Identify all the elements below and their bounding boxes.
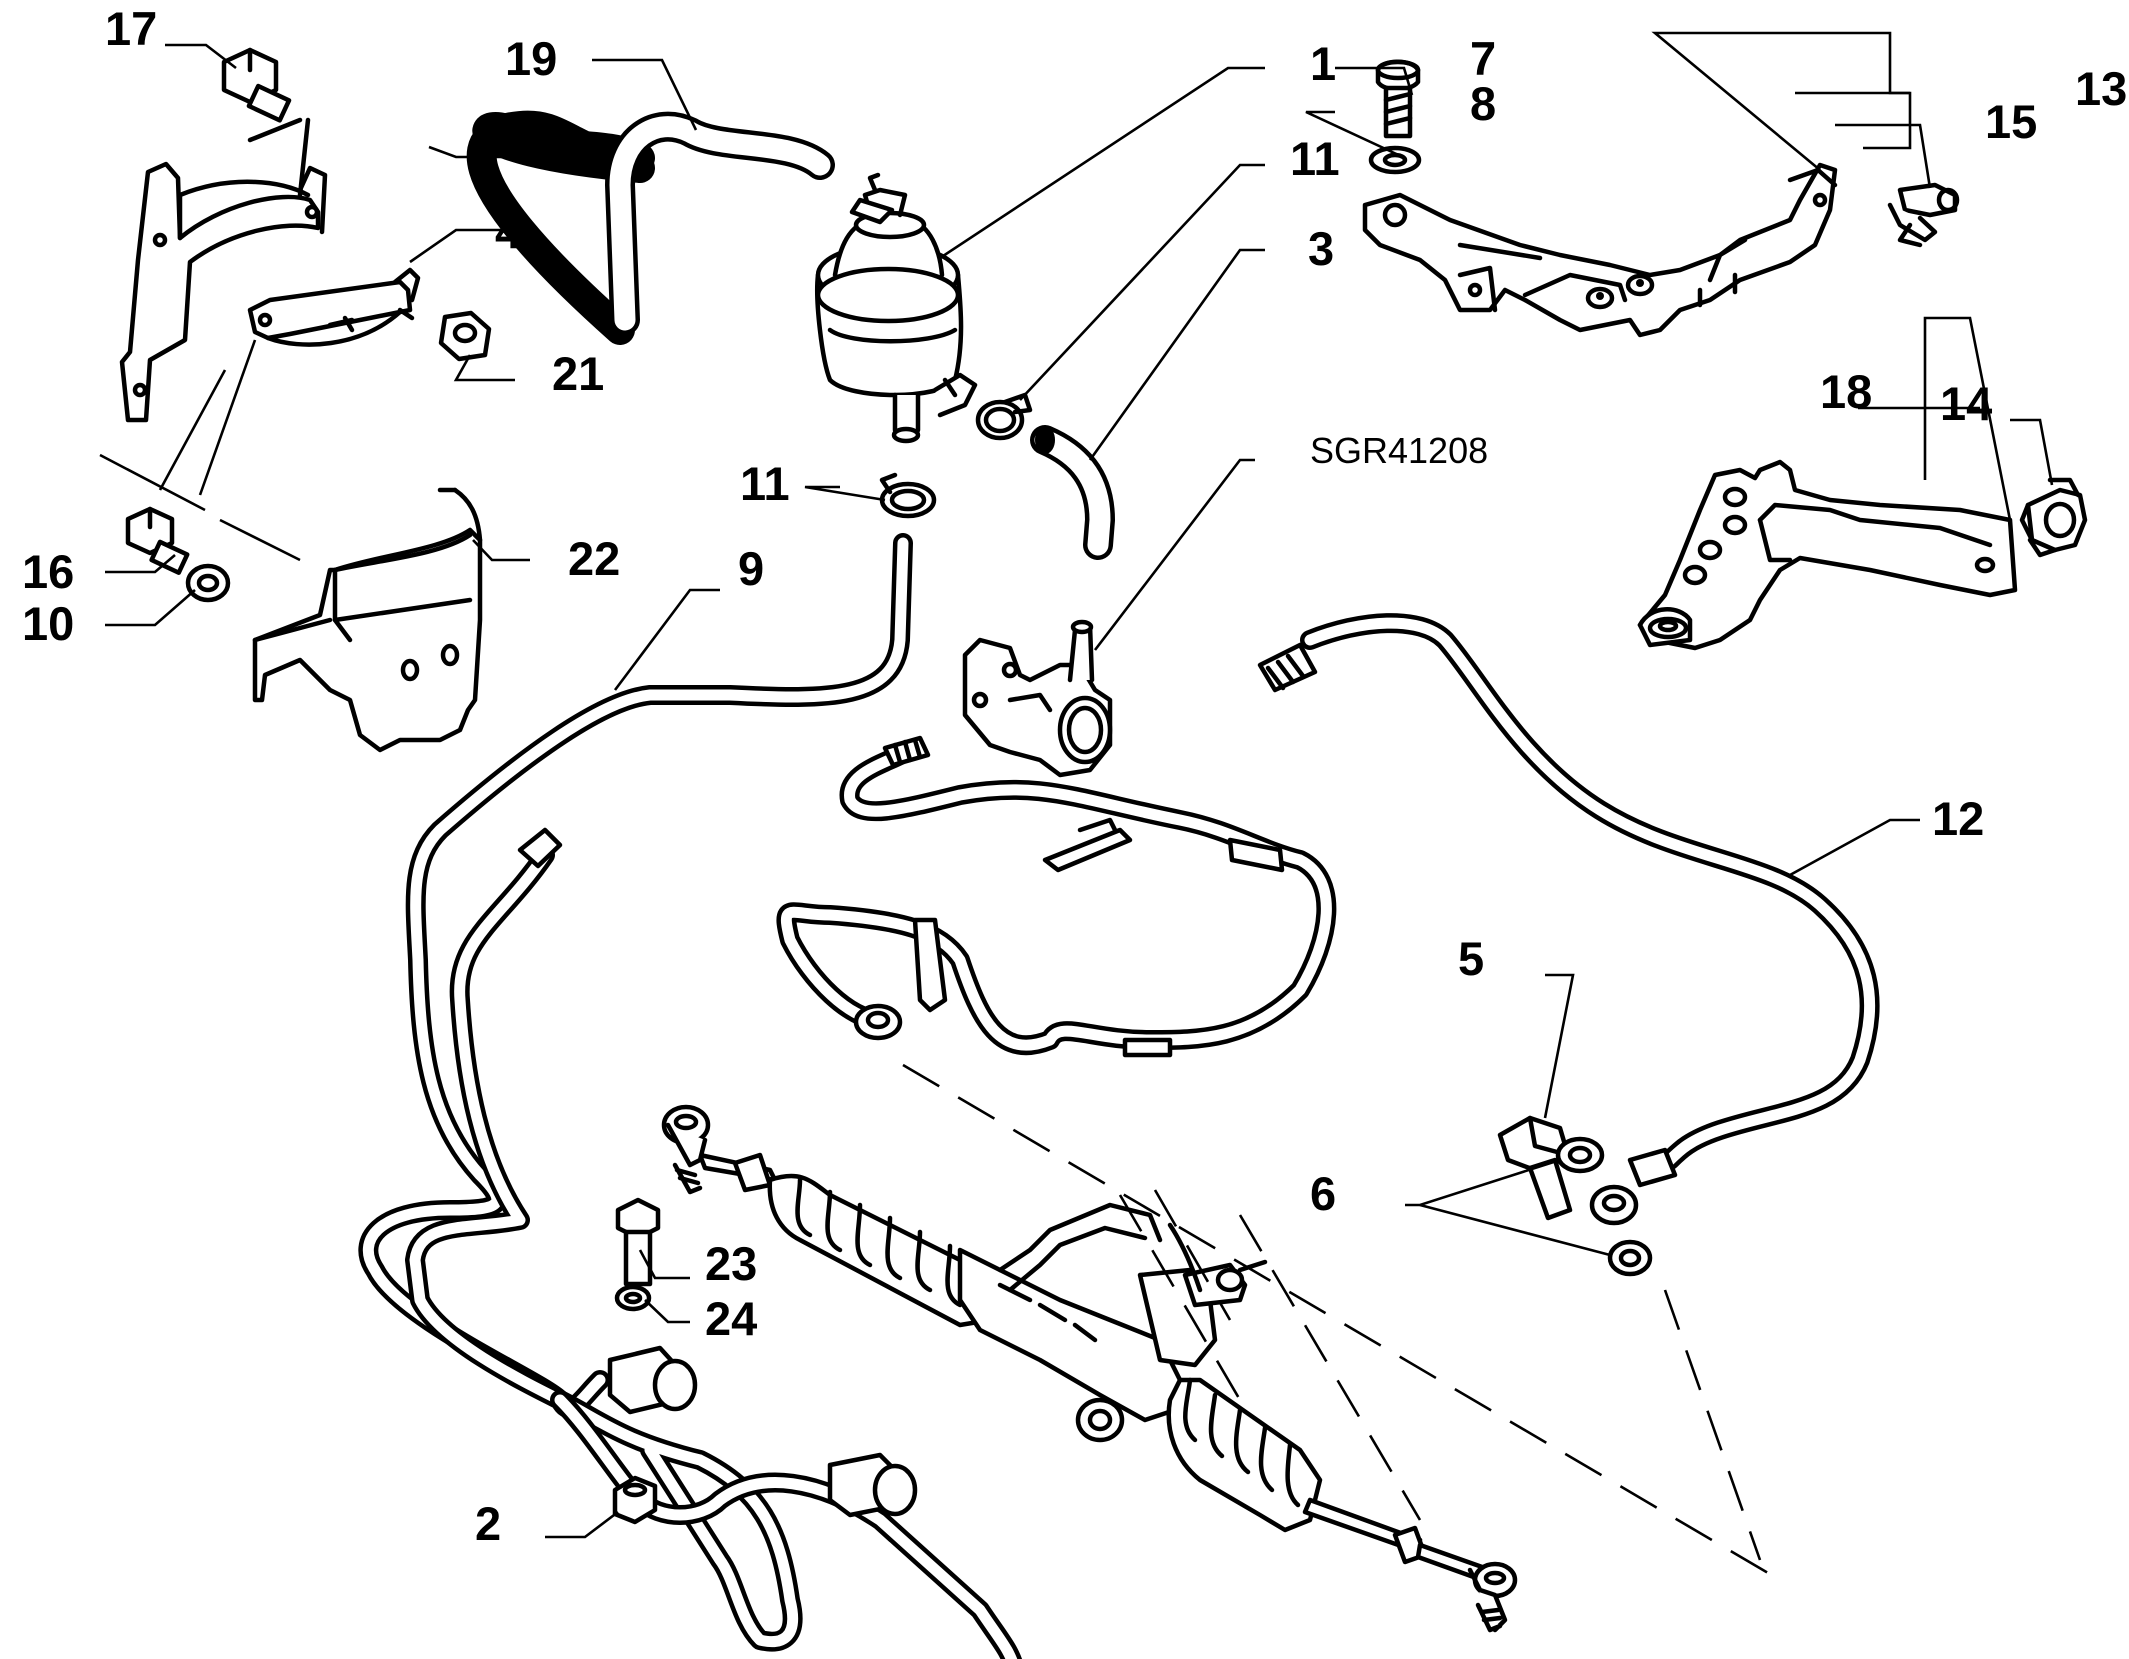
callout-15[interactable]: 15 (1985, 95, 2037, 148)
callout-11-lower[interactable]: 11 (740, 457, 790, 510)
pipe-clip-bracket (1042, 817, 1133, 873)
part-10-washer[interactable] (185, 563, 231, 603)
part-12-end-fitting (1257, 642, 1678, 1226)
pipe-banjo-fitting (853, 1003, 903, 1041)
power-steering-pump[interactable] (962, 619, 1113, 778)
callout-18[interactable]: 18 (1820, 365, 1872, 418)
return-line-upper[interactable] (405, 845, 1023, 1659)
callout-13[interactable]: 13 (2075, 62, 2127, 115)
part-16-bolt[interactable] (125, 506, 190, 575)
callout-9[interactable]: 9 (738, 542, 764, 595)
part-17-bolt[interactable] (221, 47, 292, 123)
part-7-bolt[interactable] (1375, 59, 1421, 139)
part-23-bolt[interactable] (615, 1197, 661, 1287)
part-15-clip[interactable] (1887, 182, 1960, 248)
part-6-washer-upper[interactable] (1555, 1136, 1605, 1174)
part-6-washer-lower[interactable] (1607, 1239, 1653, 1277)
part-8-washer[interactable] (1368, 145, 1422, 175)
part-19-hose[interactable] (466, 110, 835, 345)
callout-12[interactable]: 12 (1932, 792, 1984, 845)
callout-5[interactable]: 5 (1458, 932, 1484, 985)
part-2-nut[interactable] (612, 1475, 658, 1525)
part-13-bracket[interactable] (1362, 162, 1838, 338)
pipe-support-bracket (912, 917, 948, 1013)
part-1-reservoir[interactable] (815, 172, 978, 444)
callout-23[interactable]: 23 (705, 1237, 757, 1290)
callout-labels: 17 19 1 7 8 13 15 20 11 4 3 21 18 14 SGR… (22, 2, 2127, 1550)
callout-10[interactable]: 10 (22, 597, 74, 650)
pump-outlet-pipe[interactable] (776, 745, 1337, 1056)
part-5-bolt[interactable] (1497, 1115, 1573, 1221)
steering-rack-assembly[interactable] (661, 1104, 1518, 1633)
callout-19[interactable]: 19 (505, 32, 557, 85)
callout-21[interactable]: 21 (552, 347, 604, 400)
part-24-washer[interactable] (614, 1284, 652, 1312)
part-3-hose[interactable] (1030, 425, 1115, 560)
reference-code[interactable]: SGR41208 (1310, 430, 1488, 471)
callout-6[interactable]: 6 (1310, 1167, 1336, 1220)
part-12-hose[interactable] (1300, 613, 1880, 1170)
part-4-strap[interactable] (247, 267, 421, 347)
part-22-shell-bracket[interactable] (252, 487, 483, 753)
part-14-clip[interactable] (2019, 477, 2088, 558)
callout-14[interactable]: 14 (1940, 377, 1992, 430)
leader-lines (105, 31, 2054, 1539)
callout-22[interactable]: 22 (568, 532, 620, 585)
callout-3[interactable]: 3 (1308, 222, 1334, 275)
callout-2[interactable]: 2 (475, 1497, 501, 1550)
part-11-clamp-lower[interactable] (879, 472, 937, 519)
part-11-clamp-upper[interactable] (975, 392, 1033, 441)
callout-16[interactable]: 16 (22, 545, 74, 598)
rack-clamp-left (607, 1345, 698, 1415)
part-21-nut[interactable] (438, 310, 492, 362)
callout-11-upper[interactable]: 11 (1290, 132, 1340, 185)
hose-end-fitting (517, 827, 563, 869)
pipe-fitting-pump (882, 735, 931, 768)
pipe-sleeve (1122, 837, 1285, 1058)
rack-clamp-right (827, 1452, 918, 1518)
part-20-bracket[interactable] (119, 117, 328, 423)
callout-8[interactable]: 8 (1470, 77, 1496, 130)
callout-24[interactable]: 24 (705, 1292, 757, 1345)
part-18-bracket[interactable] (1637, 459, 2018, 651)
alignment-dashes (902, 1063, 1781, 1582)
callout-20[interactable]: 20 (500, 112, 552, 165)
callout-1[interactable]: 1 (1310, 37, 1336, 90)
callout-7[interactable]: 7 (1470, 32, 1496, 85)
callout-17[interactable]: 17 (105, 2, 157, 55)
callout-4[interactable]: 4 (495, 205, 521, 258)
